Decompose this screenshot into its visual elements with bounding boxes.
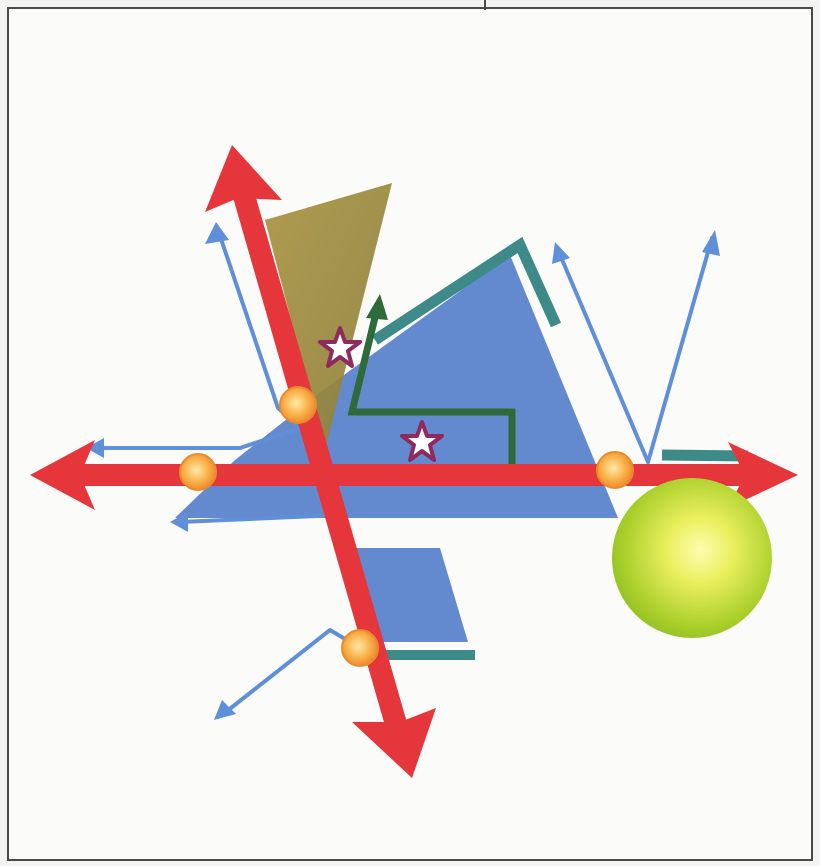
arrow-icon bbox=[205, 145, 282, 212]
arrow-icon bbox=[352, 708, 436, 778]
arrow-icon bbox=[702, 230, 720, 256]
arrow-icon bbox=[552, 242, 570, 264]
blue-arrow-v-right bbox=[646, 236, 714, 464]
node-icon bbox=[341, 629, 379, 667]
green-path-arrow bbox=[347, 304, 516, 480]
star-icon bbox=[318, 326, 362, 368]
arrow-icon bbox=[728, 442, 798, 508]
teal-bar-top bbox=[371, 236, 562, 345]
star-icon bbox=[400, 420, 444, 462]
olive-triangle-shape bbox=[265, 183, 392, 450]
arrow-icon bbox=[366, 294, 388, 320]
blue-arrow-v-left bbox=[556, 248, 650, 464]
blue-triangle-shape bbox=[175, 255, 618, 518]
blue-parallelogram-shape bbox=[350, 548, 468, 642]
arrow-icon bbox=[214, 700, 236, 720]
node-icon bbox=[179, 453, 217, 491]
sphere-icon bbox=[612, 478, 772, 638]
teal-bar-right bbox=[661, 449, 749, 462]
arrow-icon bbox=[170, 512, 188, 532]
arrow-icon bbox=[205, 222, 229, 244]
node-icon bbox=[279, 386, 317, 424]
node-icon bbox=[596, 451, 634, 489]
arrow-icon bbox=[30, 440, 95, 510]
thin-blue-arrowheads bbox=[86, 222, 720, 720]
blue-arrow-lower-left bbox=[178, 513, 342, 524]
stars bbox=[318, 326, 444, 462]
nodes bbox=[179, 386, 634, 667]
arrow-icon bbox=[86, 438, 104, 458]
blue-arrow-left bbox=[93, 426, 302, 450]
